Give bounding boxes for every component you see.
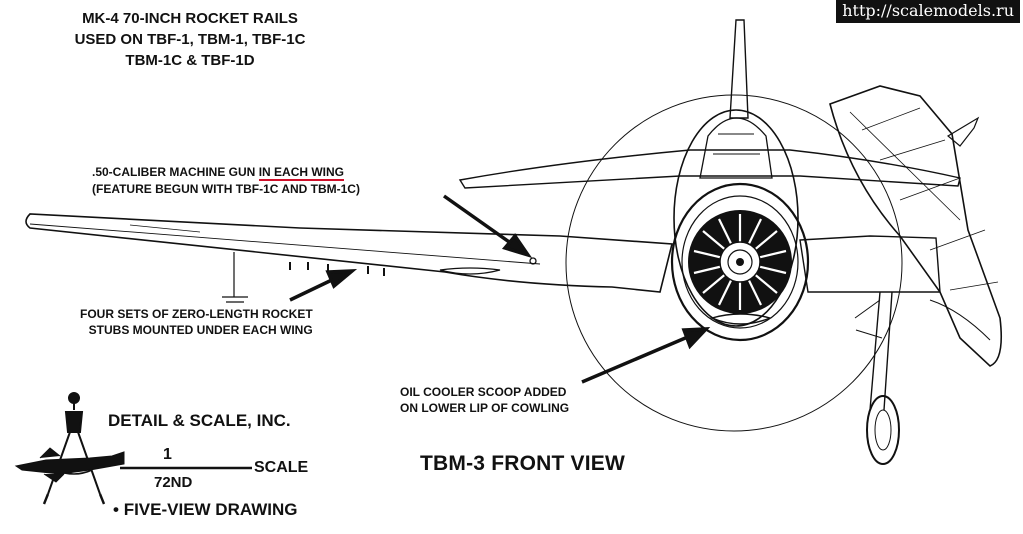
rails-line-3: TBM-1C & TBF-1D <box>125 52 255 69</box>
scale-word: SCALE <box>254 459 309 476</box>
right-wing-root <box>799 235 941 293</box>
five-view-label: • FIVE-VIEW DRAWING <box>113 500 297 520</box>
gun-line-1b: IN EACH WING <box>258 165 345 181</box>
canopy <box>699 117 773 179</box>
oil-line-2: ON LOWER LIP OF COWLING <box>400 401 570 415</box>
gun-port <box>529 257 537 265</box>
oil-cooler-note: OIL COOLER SCOOP ADDED ON LOWER LIP OF C… <box>400 384 569 416</box>
stabilizer <box>458 149 961 189</box>
logo-aircraft <box>14 451 125 475</box>
tail-fin <box>729 19 749 119</box>
right-gear-strut <box>869 291 893 411</box>
rocket-stubs-note: FOUR SETS OF ZERO-LENGTH ROCKET STUBS MO… <box>80 306 313 338</box>
oil-cooler-scoop <box>709 313 773 325</box>
logo-graphic <box>14 392 252 505</box>
watermark: http://scalemodels.ru <box>836 0 1020 23</box>
gun-line-2: (FEATURE BEGUN WITH TBF-1C AND TBM-1C) <box>92 182 360 196</box>
scale-denominator: 72ND <box>154 474 193 491</box>
rocket-stubs <box>289 262 385 276</box>
five-view-text: FIVE-VIEW DRAWING <box>123 500 298 519</box>
propeller-arc <box>565 94 903 432</box>
rocket-rails-note: MK-4 70-INCH ROCKET RAILS USED ON TBF-1,… <box>54 8 326 71</box>
stubs-line-1: FOUR SETS OF ZERO-LENGTH ROCKET <box>80 307 313 321</box>
left-gear-strut <box>222 252 248 303</box>
bullet-icon: • <box>113 500 119 519</box>
right-wing-folded <box>829 85 1003 367</box>
scale-numerator: 1 <box>163 446 172 463</box>
fuselage <box>673 109 799 327</box>
left-wing <box>25 213 674 293</box>
machine-gun-note: .50-CALIBER MACHINE GUN IN EACH WING (FE… <box>92 164 360 198</box>
gun-line-1a: .50-CALIBER MACHINE GUN <box>92 165 256 179</box>
company-name: DETAIL & SCALE, INC. <box>108 411 291 430</box>
callout-arrows <box>289 194 711 384</box>
rails-line-2: USED ON TBF-1, TBM-1, TBF-1C <box>74 31 306 48</box>
rails-line-1: MK-4 70-INCH ROCKET RAILS <box>82 10 298 27</box>
right-wheel <box>866 395 900 465</box>
stubs-line-2: STUBS MOUNTED UNDER EACH WING <box>88 323 313 337</box>
radial-engine <box>688 210 792 314</box>
page-title: TBM-3 FRONT VIEW <box>420 452 626 475</box>
oil-line-1: OIL COOLER SCOOP ADDED <box>400 385 567 399</box>
cowling-outer <box>670 182 810 342</box>
